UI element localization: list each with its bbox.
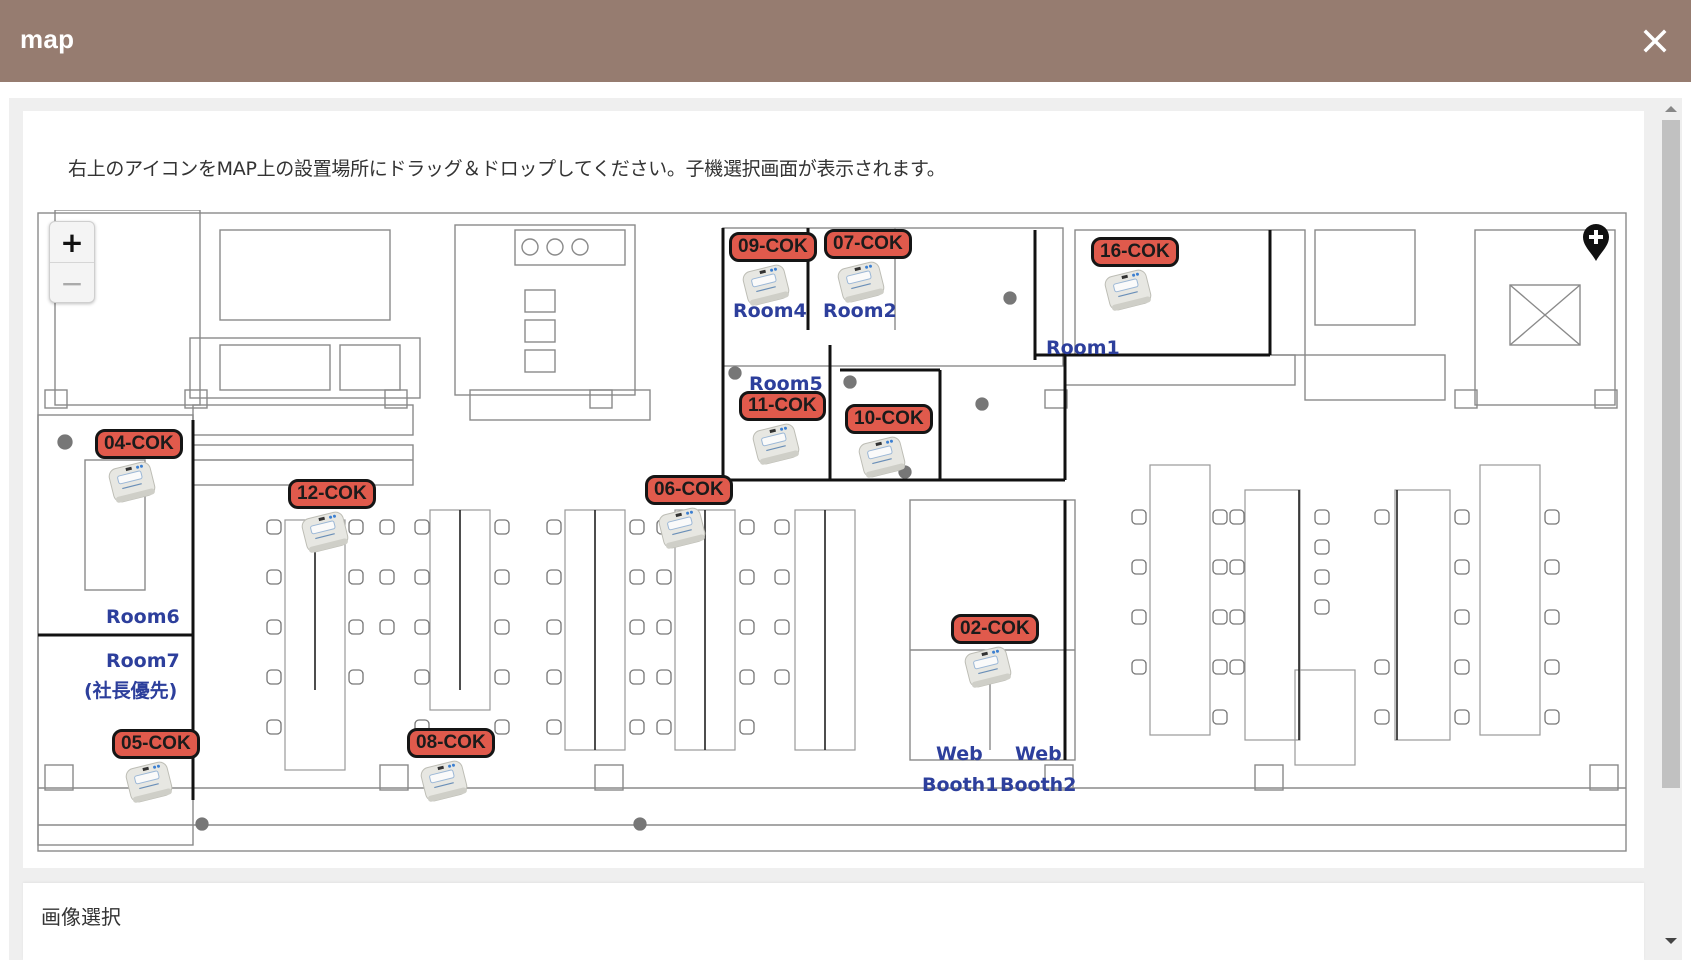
device-label[interactable]: 02-COK: [951, 614, 1039, 644]
map-pin-plus-icon[interactable]: [1581, 222, 1611, 262]
device-label[interactable]: 08-COK: [407, 728, 495, 758]
zoom-in-button[interactable]: +: [50, 222, 94, 263]
room-label: Room6: [106, 606, 180, 628]
sensor-device-icon[interactable]: [853, 434, 911, 480]
device-label[interactable]: 06-COK: [645, 475, 733, 505]
sensor-device-icon[interactable]: [737, 262, 795, 308]
instruction-text: 右上のアイコンをMAP上の設置場所にドラッグ＆ドロップしてください。子機選択画面…: [68, 158, 946, 180]
sensor-device-icon[interactable]: [120, 759, 178, 805]
image-select-section: 画像選択: [23, 883, 1644, 960]
room-label: Room2: [823, 300, 897, 322]
vertical-scrollbar[interactable]: [1660, 100, 1682, 960]
scroll-up-arrow-icon[interactable]: [1665, 106, 1677, 112]
dialog-header: map: [0, 0, 1691, 82]
sensor-device-icon[interactable]: [415, 758, 473, 804]
device-label[interactable]: 07-COK: [824, 229, 912, 259]
scroll-down-arrow-icon[interactable]: [1665, 938, 1677, 944]
sensor-device-icon[interactable]: [653, 505, 711, 551]
device-label[interactable]: 11-COK: [739, 391, 826, 421]
map-zoom-control: + −: [49, 221, 95, 303]
floor-plan-map[interactable]: [35, 210, 1631, 855]
zoom-out-button[interactable]: −: [60, 266, 84, 300]
scrollbar-thumb[interactable]: [1662, 120, 1680, 788]
sensor-device-icon[interactable]: [1099, 267, 1157, 313]
device-label[interactable]: 04-COK: [95, 429, 183, 459]
room-label: Room4: [733, 300, 807, 322]
sensor-device-icon[interactable]: [832, 259, 890, 305]
sensor-device-icon[interactable]: [959, 644, 1017, 690]
device-label[interactable]: 09-COK: [729, 232, 817, 262]
sensor-device-icon[interactable]: [296, 509, 354, 555]
sensor-device-icon[interactable]: [747, 421, 805, 467]
floor-plan-drawing: [37, 210, 1627, 852]
image-select-label: 画像選択: [41, 905, 121, 929]
room-label: (社長優先): [84, 680, 178, 702]
device-label[interactable]: 10-COK: [845, 404, 933, 434]
room-label: Room1: [1046, 337, 1120, 359]
sensor-device-icon[interactable]: [103, 459, 161, 505]
room-label: Room7: [106, 650, 180, 672]
room-label: Room5: [749, 373, 823, 395]
device-label[interactable]: 16-COK: [1091, 237, 1179, 267]
close-icon[interactable]: [1640, 26, 1670, 56]
device-label[interactable]: 12-COK: [288, 479, 376, 509]
room-label: Web: [936, 743, 983, 765]
room-label: Booth1: [922, 774, 999, 796]
room-label: Web: [1015, 743, 1062, 765]
dialog-title: map: [20, 24, 75, 54]
device-label[interactable]: 05-COK: [112, 729, 200, 759]
room-label: Booth2: [1000, 774, 1077, 796]
